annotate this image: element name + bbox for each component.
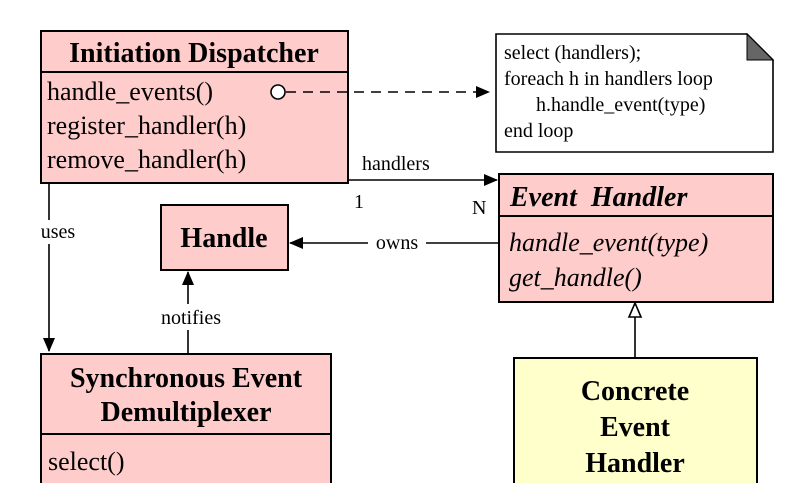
multiplicity-one: 1 (354, 191, 364, 213)
arrowhead-icon (476, 86, 490, 98)
handle-title: Handle (180, 223, 267, 254)
handlers-label: handlers (362, 153, 430, 175)
uses-label: uses (41, 221, 76, 243)
concrete-title-line: Handler (585, 448, 685, 479)
multiplicity-many: N (472, 197, 486, 219)
note-line: select (handlers); (504, 42, 641, 64)
demux-method: select() (48, 447, 125, 476)
dispatcher-method: handle_events() (47, 77, 213, 106)
note-line: h.handle_event(type) (536, 94, 705, 116)
dispatcher-method: remove_handler(h) (47, 145, 246, 174)
demux-title-line: Synchronous Event (70, 363, 303, 394)
demux-title-line: Demultiplexer (100, 397, 271, 428)
folded-corner-icon (746, 32, 775, 61)
concrete-event-handler-class: Concrete Event Handler (513, 357, 758, 483)
initiation-dispatcher-class: Initiation Dispatcher handle_events() re… (40, 30, 349, 184)
note-line: foreach h in handlers loop (504, 68, 713, 90)
dispatcher-title: Initiation Dispatcher (69, 38, 319, 69)
owns-label: owns (376, 232, 418, 254)
dispatcher-method: register_handler(h) (47, 111, 246, 140)
lollipop-circle-icon (270, 84, 286, 100)
concrete-title-line: Event (600, 412, 671, 443)
handle-class: Handle (160, 204, 289, 271)
inheritance-triangle-icon (627, 300, 643, 318)
event-handler-method: handle_event(type) (509, 228, 708, 257)
demultiplexer-class: Synchronous Event Demultiplexer select() (40, 353, 332, 483)
concrete-title-line: Concrete (581, 376, 689, 407)
notifies-label: notifies (161, 307, 221, 329)
pseudocode-note: select (handlers); foreach h in handlers… (495, 32, 775, 153)
event-handler-method: get_handle() (509, 263, 642, 292)
event-handler-title: Event Handler (509, 182, 688, 213)
event-handler-class: Event Handler handle_event(type) get_han… (498, 173, 774, 303)
note-line: end loop (504, 120, 573, 142)
